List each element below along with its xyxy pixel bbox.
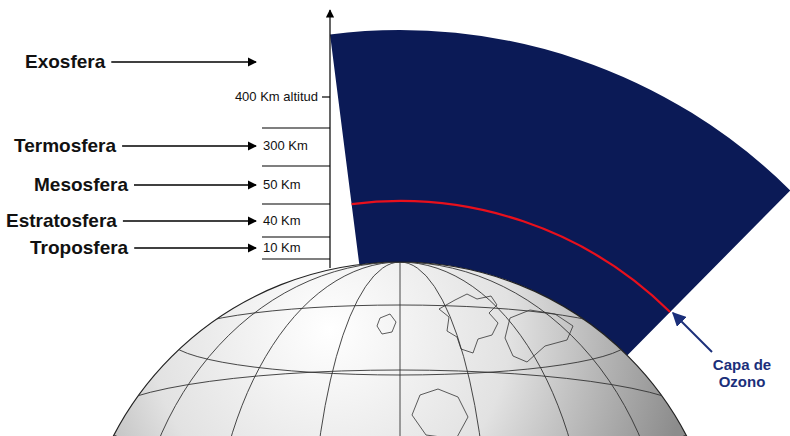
layer-name: Exosfera (25, 51, 105, 73)
globe (77, 250, 723, 436)
layer-name: Troposfera (30, 237, 128, 259)
leader-arrow (123, 220, 256, 221)
leader-arrow (134, 184, 256, 185)
altitude-label: 50 Km (263, 178, 301, 193)
leader-arrow (134, 247, 256, 248)
altitude-label: 300 Km (263, 139, 308, 154)
altitude-label: 400 Km altitud (235, 90, 318, 105)
layer-name: Termosfera (14, 135, 116, 157)
leader-arrow (111, 61, 256, 62)
leader-arrow (122, 145, 256, 146)
layer-name: Estratosfera (6, 210, 117, 232)
altitude-label: 10 Km (263, 241, 301, 256)
layer-name: Mesosfera (34, 174, 128, 196)
ozone-label: Capa de Ozono (700, 356, 784, 391)
altitude-label: 40 Km (263, 214, 301, 229)
ozone-pointer (673, 313, 712, 352)
altitude-axis (262, 10, 330, 268)
